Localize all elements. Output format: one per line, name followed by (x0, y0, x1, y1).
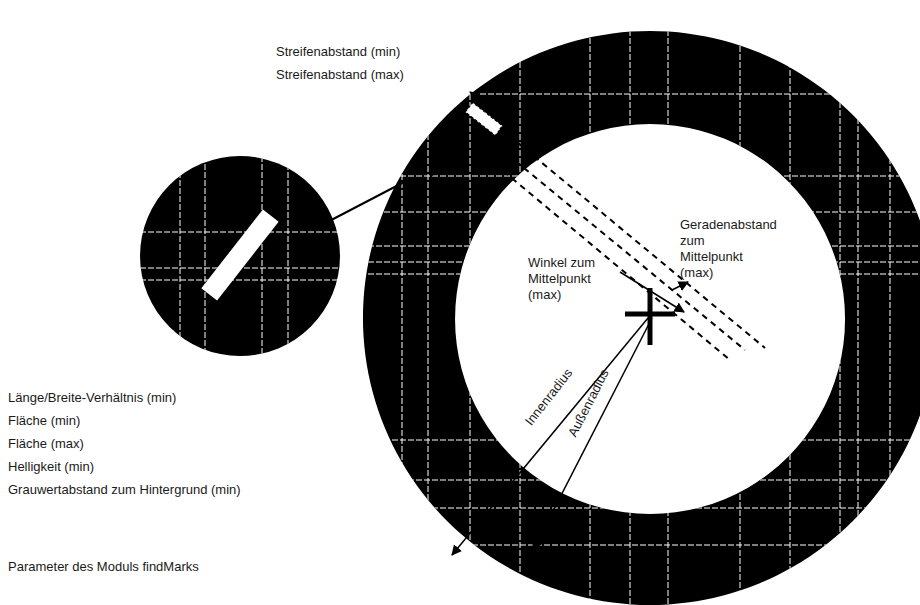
parameter-label: Länge/Breite-Verhältnis (min) (8, 390, 176, 406)
parameter-label: Streifenabstand (max) (276, 67, 404, 83)
stripe-distance-arrow (470, 92, 488, 104)
texture-stroke (262, 156, 263, 356)
figure-caption: Parameter des Moduls findMarks (8, 559, 199, 575)
texture-stroke (630, 30, 631, 605)
mark-ring (363, 31, 920, 605)
texture-stroke (180, 156, 181, 356)
texture-stroke (205, 156, 206, 356)
texture-stroke (288, 156, 289, 356)
inner-radius-line (452, 318, 648, 555)
ring-texture (360, 30, 920, 605)
texture-stroke (858, 30, 859, 605)
texture-stroke (668, 30, 669, 605)
parameter-label: Helligkeit (min) (8, 459, 94, 475)
texture-stroke (360, 176, 920, 177)
magnified-mark (140, 156, 340, 356)
texture-stroke (140, 232, 340, 233)
ring-stripe (465, 103, 502, 136)
parameter-label: Grauwertabstand zum Hintergrund (min) (8, 482, 241, 498)
texture-stroke (360, 94, 920, 95)
parameter-label: Innenradius (522, 366, 576, 429)
texture-stroke (470, 30, 471, 605)
texture-stroke (360, 480, 920, 481)
parameter-label: Streifenabstand (min) (276, 44, 400, 60)
texture-stroke (140, 280, 340, 281)
texture-stroke (402, 30, 403, 605)
texture-stroke (360, 246, 920, 247)
texture-stroke (360, 508, 920, 509)
texture-stroke (840, 30, 841, 605)
magnified-texture (140, 156, 340, 356)
texture-stroke (360, 440, 920, 441)
texture-stroke (428, 30, 429, 605)
parameter-label: Fläche (min) (8, 413, 80, 429)
angle-arrow (672, 282, 688, 290)
texture-stroke (790, 30, 791, 605)
magnifier-leader (316, 180, 408, 228)
parameter-label: Geradenabstand zum Mittelpunkt (max) (680, 217, 770, 281)
texture-stroke (360, 262, 920, 263)
texture-stroke (360, 212, 920, 213)
centre-lines (478, 128, 765, 360)
parameter-label: Fläche (max) (8, 436, 84, 452)
outer-radius-line (533, 318, 652, 550)
texture-stroke (590, 30, 591, 605)
parameter-label: Winkel zum Mittelpunkt (max) (528, 255, 596, 303)
texture-stroke (740, 30, 741, 605)
stripe-leader (430, 140, 470, 178)
texture-stroke (360, 545, 920, 546)
texture-stroke (890, 30, 891, 605)
texture-stroke (360, 274, 920, 275)
texture-stroke (520, 30, 521, 605)
mark-stripe (201, 209, 278, 300)
